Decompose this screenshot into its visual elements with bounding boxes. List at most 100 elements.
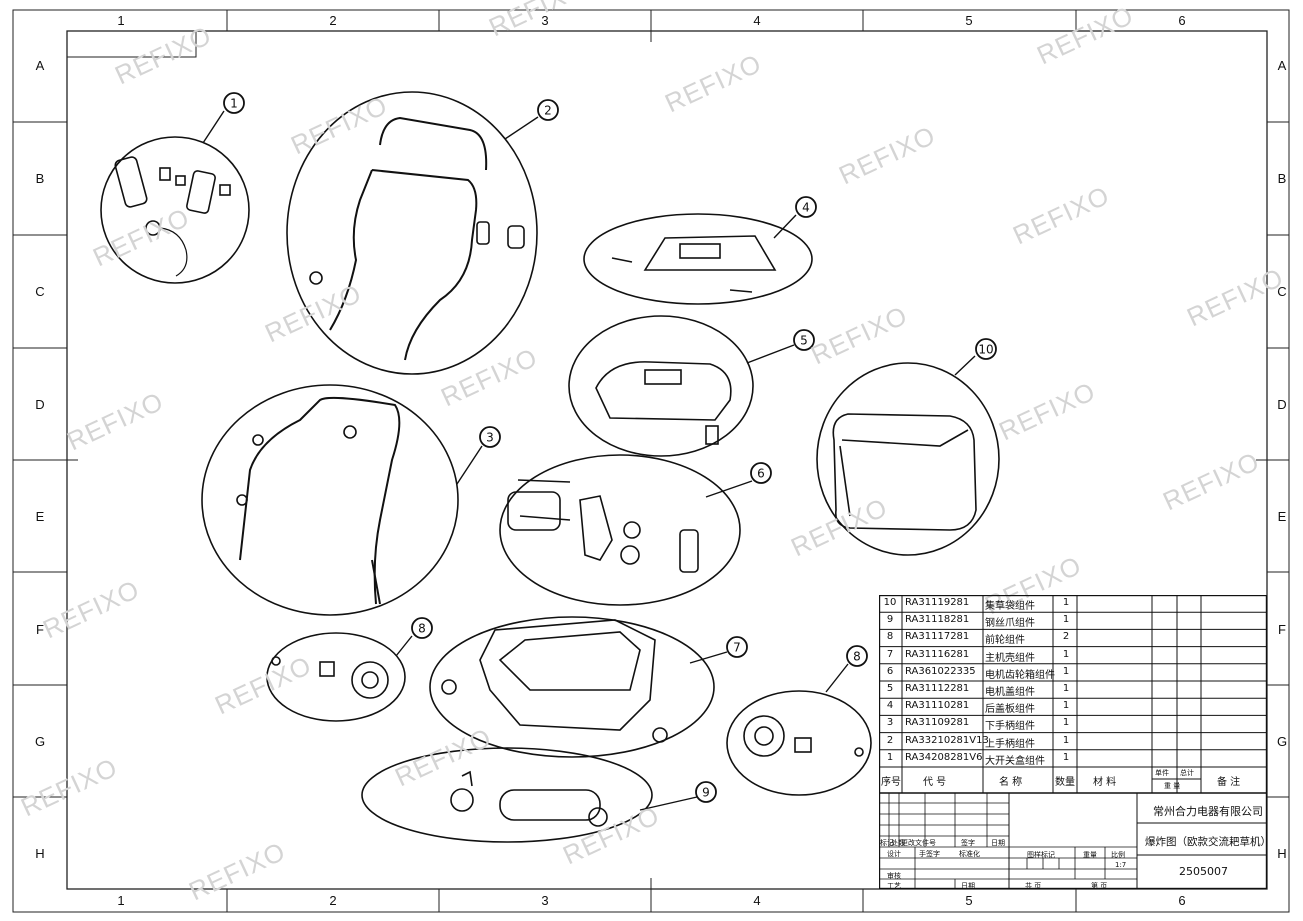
motor-gearbox-assembly — [499, 454, 741, 606]
review-label: 审核 — [887, 872, 901, 880]
callout-number: 8 — [853, 650, 861, 664]
zone-row-label: C — [35, 284, 45, 299]
bom-row: 6 RA361022335 电机齿轮箱组件 1 — [879, 664, 1267, 681]
bom-cell-no: 6 — [886, 665, 894, 677]
zone-column-label: 4 — [753, 893, 761, 908]
bom-row: 10 RA31119281 集草袋组件 1 — [879, 595, 1267, 612]
stage-mark-label: 图样标记 — [1027, 851, 1055, 859]
bom-cell-no: 10 — [883, 597, 897, 608]
zone-column-label: 6 — [1178, 13, 1186, 28]
rev-date-label: 日期 — [991, 839, 1005, 847]
drawing-title: 爆炸图（欧款交流耙草机） — [1145, 836, 1271, 848]
bom-cell-qty: 1 — [1062, 751, 1070, 763]
zone-column-label: 1 — [117, 893, 125, 908]
bom-cell-name: 电机齿轮箱组件 — [985, 669, 1055, 681]
bom-cell-qty: 1 — [1062, 597, 1070, 608]
bom-cell-name: 主机壳组件 — [985, 652, 1035, 664]
zone-row-label: G — [34, 734, 46, 749]
switch-box-assembly — [100, 136, 250, 284]
motor-cover-assembly — [568, 315, 754, 457]
bom-header-weight: 重 量 — [1164, 782, 1181, 790]
callout-balloon — [223, 92, 245, 114]
bom-cell-name: 大开关盒组件 — [985, 755, 1045, 767]
zone-row-label: B — [1277, 171, 1287, 186]
bom-cell-qty: 1 — [1062, 700, 1070, 712]
zone-column-label: 3 — [541, 893, 549, 908]
bom-header-total-weight: 总计 — [1180, 769, 1194, 777]
bom-row: 7 RA31116281 主机壳组件 1 — [879, 647, 1267, 664]
signature-label: 手签字 — [919, 850, 940, 858]
callout-balloon — [726, 636, 748, 658]
callout-balloon — [795, 196, 817, 218]
bom-header-material: 材 料 — [1093, 777, 1117, 788]
callout-number: 6 — [757, 467, 765, 481]
bom-cell-qty: 1 — [1062, 614, 1070, 626]
bom-cell-code: RA31109281 — [905, 717, 970, 729]
bom-header-remarks: 备 注 — [1217, 777, 1241, 788]
design-label: 设计 — [887, 850, 901, 858]
bom-cell-no: 2 — [886, 734, 894, 746]
grass-bag-assembly — [816, 362, 1000, 556]
zone-column-label: 2 — [329, 13, 337, 28]
zone-column-label: 6 — [1178, 893, 1186, 908]
lower-handle-assembly — [201, 384, 459, 616]
callout-balloon — [695, 781, 717, 803]
zone-row-label: E — [1277, 509, 1287, 524]
bom-cell-name: 下手柄组件 — [985, 721, 1035, 733]
bom-row: 3 RA31109281 下手柄组件 1 — [879, 715, 1267, 732]
main-housing-assembly — [429, 616, 715, 758]
front-wheel-assembly-left — [266, 632, 406, 722]
upper-handle-assembly — [286, 91, 538, 375]
bom-header-qty: 数量 — [1055, 777, 1075, 788]
zone-row-label: G — [1276, 734, 1288, 749]
zone-row-label: A — [1277, 58, 1287, 73]
drawing-number: 2505007 — [1179, 865, 1228, 878]
bom-cell-code: RA33210281V13 — [905, 734, 989, 746]
callout-number: 7 — [733, 641, 741, 655]
bom-cell-code: RA31110281 — [905, 700, 970, 712]
zone-row-label: E — [35, 509, 45, 524]
title-block-grid — [879, 595, 1267, 889]
rev-doc-label: 更改文件号 — [901, 839, 936, 847]
total-sheets-label: 共 页 — [1025, 882, 1042, 890]
bom-cell-name: 钢丝爪组件 — [985, 618, 1035, 630]
bom-cell-name: 集草袋组件 — [985, 601, 1035, 612]
zone-row-label: F — [36, 622, 44, 637]
bom-cell-qty: 1 — [1062, 665, 1070, 677]
rev-sign-label: 签字 — [961, 839, 975, 847]
zone-column-label: 3 — [541, 13, 549, 28]
callout-balloon — [793, 329, 815, 351]
front-wheel-assembly-right — [726, 690, 872, 796]
zone-column-label: 4 — [753, 13, 761, 28]
bom-cell-name: 后盖板组件 — [985, 704, 1035, 716]
bom-cell-no: 1 — [886, 751, 894, 763]
bom-header-code: 代 号 — [923, 777, 947, 788]
bom-cell-no: 3 — [886, 717, 894, 729]
bom-cell-code: RA31116281 — [905, 648, 970, 660]
callout-number: 9 — [702, 786, 710, 800]
bom-cell-code: RA31112281 — [905, 683, 970, 694]
zone-column-label: 5 — [965, 893, 973, 908]
bom-cell-name: 上手柄组件 — [985, 738, 1035, 750]
bom-cell-no: 9 — [886, 614, 894, 626]
callout-balloon — [537, 99, 559, 121]
callout-number: 10 — [978, 343, 993, 357]
bom-cell-no: 7 — [886, 648, 894, 660]
bom-cell-code: RA31119281 — [905, 597, 970, 608]
zone-row-label: A — [35, 58, 45, 73]
bom-cell-qty: 1 — [1062, 648, 1070, 660]
standardize-label: 标准化 — [959, 850, 980, 858]
bom-cell-no: 5 — [886, 683, 894, 694]
bom-cell-qty: 2 — [1062, 631, 1070, 643]
bom-cell-qty: 1 — [1062, 717, 1070, 729]
zone-row-label: C — [1277, 284, 1287, 299]
bom-header-name: 名 称 — [999, 777, 1023, 788]
bom-cell-code: RA361022335 — [905, 665, 976, 677]
callout-number: 3 — [486, 431, 494, 445]
